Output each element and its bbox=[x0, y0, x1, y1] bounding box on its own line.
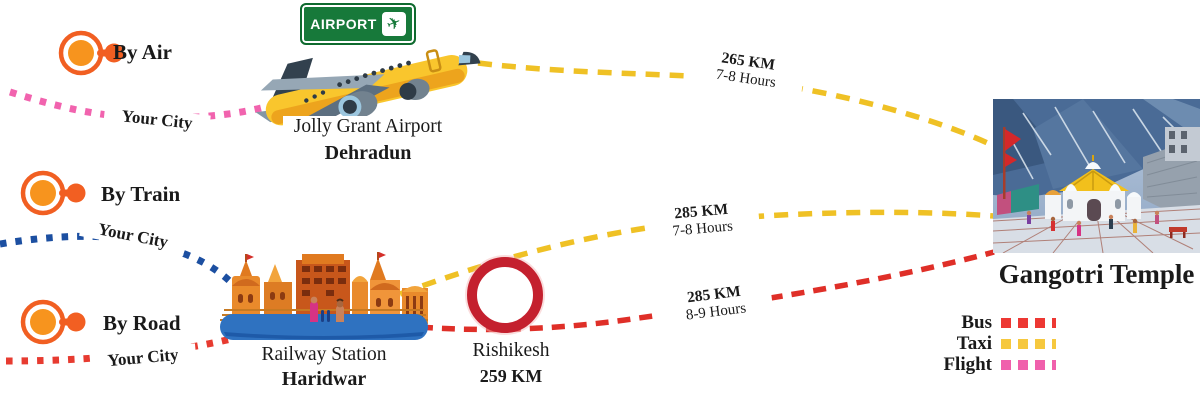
legend-flight-label: Flight bbox=[943, 354, 992, 375]
by-train-label: By Train bbox=[101, 182, 181, 206]
waypoint-name: Rishikesh bbox=[472, 340, 550, 361]
waypoint-distance: 259 KM bbox=[479, 366, 543, 386]
by-air-label: By Air bbox=[113, 40, 172, 64]
legend-taxi-swatch-icon bbox=[1001, 338, 1056, 349]
destination-title: Gangotri Temple bbox=[998, 259, 1195, 289]
by-road-label: By Road bbox=[103, 311, 181, 335]
legend-row-taxi: Taxi bbox=[928, 333, 1056, 354]
flight-route-line bbox=[477, 60, 996, 149]
legend-bus-swatch-icon bbox=[1001, 317, 1056, 328]
airport-sign: AIRPORT ✈ bbox=[300, 3, 416, 45]
legend: Bus Taxi Flight bbox=[928, 312, 1056, 375]
railway-station-city: Haridwar bbox=[281, 368, 367, 390]
airport-name: Jolly Grant Airport bbox=[283, 116, 453, 138]
by-air-marker-icon bbox=[58, 30, 124, 76]
airplane-illustration bbox=[255, 49, 481, 130]
by-road-marker-icon bbox=[20, 299, 86, 345]
legend-taxi-label: Taxi bbox=[956, 333, 992, 354]
gangotri-temple-photo bbox=[993, 99, 1200, 253]
bus-route-line bbox=[419, 249, 995, 333]
legend-row-flight: Flight bbox=[928, 354, 1056, 375]
legend-bus-label: Bus bbox=[961, 312, 992, 333]
by-train-marker-icon bbox=[20, 170, 86, 216]
rishikesh-circle-icon bbox=[467, 257, 543, 333]
airport-city: Dehradun bbox=[324, 142, 412, 164]
legend-flight-swatch-icon bbox=[1001, 359, 1056, 370]
railway-station-name: Railway Station bbox=[234, 344, 414, 366]
airport-sign-text: AIRPORT bbox=[310, 16, 377, 32]
haridwar-ghat-illustration bbox=[220, 252, 428, 340]
train-origin-line bbox=[0, 232, 243, 294]
airport-plane-icon: ✈ bbox=[381, 12, 406, 36]
legend-row-bus: Bus bbox=[928, 312, 1056, 333]
